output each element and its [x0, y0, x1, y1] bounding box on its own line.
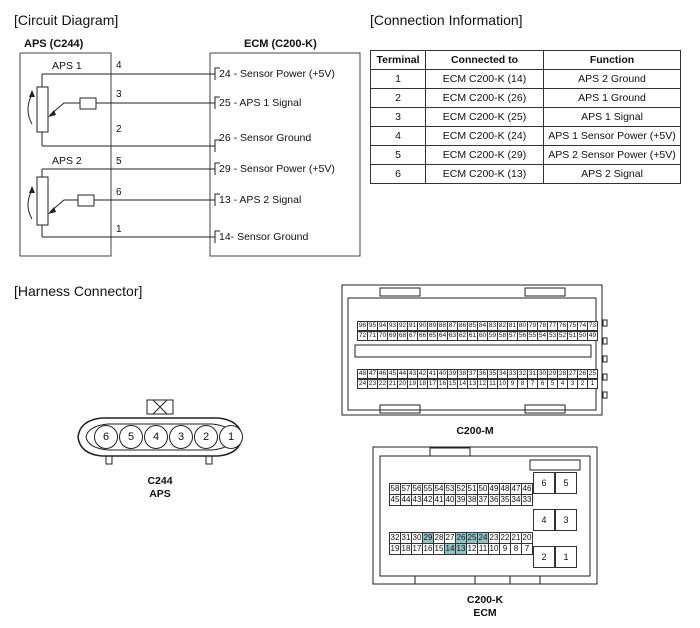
connector-pin: 49 — [587, 331, 598, 341]
c200m-center-slot — [354, 344, 592, 358]
aps-box — [19, 52, 112, 257]
cell-function: APS 2 Signal — [543, 164, 681, 184]
cell-function: APS 2 Sensor Power (+5V) — [543, 145, 681, 165]
connection-table: Terminal Connected to Function 1 ECM C20… — [370, 50, 681, 184]
aps2-resistor — [36, 176, 49, 226]
c200m-body — [341, 284, 603, 416]
pin-number: 2 — [116, 124, 122, 135]
pin-number: 6 — [116, 187, 122, 198]
c244-pin: 5 — [119, 425, 143, 449]
cell-function: APS 2 Ground — [543, 69, 681, 89]
c200m-caption: C200-M — [456, 425, 494, 437]
c200k-large-pin: 1 — [555, 546, 577, 568]
aps1-signal-block — [79, 97, 97, 110]
c200k-large-pin: 3 — [555, 509, 577, 531]
c244-pin: 3 — [169, 425, 193, 449]
aps2-signal-block — [77, 194, 95, 207]
connector-pin: 25 — [587, 369, 598, 379]
connector-pin: 73 — [587, 321, 598, 331]
cell-terminal: 6 — [370, 164, 426, 184]
c244-caption: C244 — [147, 475, 173, 487]
c200k-large-pin: 2 — [533, 546, 555, 568]
header-connected-to: Connected to — [425, 50, 544, 70]
connector-pin: 1 — [587, 379, 598, 389]
cell-connected-to: ECM C200-K (29) — [425, 145, 544, 165]
c244-pin: 6 — [94, 425, 118, 449]
c244-pin: 1 — [219, 425, 243, 449]
circuit-diagram-title: [Circuit Diagram] — [14, 12, 119, 28]
c244-subcaption: APS — [149, 488, 171, 500]
ecm-terminal-label: 29 - Sensor Power (+5V) — [219, 163, 335, 175]
table-row: 4 ECM C200-K (24) APS 1 Sensor Power (+5… — [370, 126, 681, 146]
cell-terminal: 2 — [370, 88, 426, 108]
c200k-large-pin: 6 — [533, 472, 555, 494]
c200k-subcaption: ECM — [473, 607, 497, 619]
ecm-terminal-label: 14- Sensor Ground — [219, 231, 309, 243]
table-row: 6 ECM C200-K (13) APS 2 Signal — [370, 164, 681, 184]
pin-number: 1 — [116, 224, 122, 235]
header-terminal: Terminal — [370, 50, 426, 70]
aps1-label: APS 1 — [52, 60, 82, 72]
cell-terminal: 3 — [370, 107, 426, 127]
ecm-box — [209, 52, 361, 257]
ecm-terminal-label: 25 - APS 1 Signal — [219, 97, 302, 109]
aps-connector-title: APS (C244) — [24, 38, 84, 50]
cell-terminal: 4 — [370, 126, 426, 146]
aps1-resistor — [36, 86, 49, 133]
connector-pin: 7 — [521, 543, 533, 555]
pin-number: 3 — [116, 89, 122, 100]
table-row: 2 ECM C200-K (26) APS 1 Ground — [370, 88, 681, 108]
cell-connected-to: ECM C200-K (14) — [425, 69, 544, 89]
c244-pin: 4 — [144, 425, 168, 449]
connector-pin: 16 — [422, 543, 434, 555]
ecm-connector-title: ECM (C200-K) — [244, 38, 317, 50]
cell-connected-to: ECM C200-K (26) — [425, 88, 544, 108]
cell-connected-to: ECM C200-K (25) — [425, 107, 544, 127]
header-function: Function — [543, 50, 681, 70]
connection-info-title: [Connection Information] — [370, 12, 523, 28]
cell-connected-to: ECM C200-K (24) — [425, 126, 544, 146]
cell-connected-to: ECM C200-K (13) — [425, 164, 544, 184]
harness-connector-title: [Harness Connector] — [14, 283, 143, 299]
connector-pin: 12 — [466, 543, 478, 555]
ecm-terminal-label: 24 - Sensor Power (+5V) — [219, 68, 335, 80]
c200k-caption: C200-K — [466, 594, 504, 606]
cell-function: APS 1 Signal — [543, 107, 681, 127]
ecm-terminal-label: 13 - APS 2 Signal — [219, 194, 302, 206]
c244-pin: 2 — [194, 425, 218, 449]
cell-terminal: 1 — [370, 69, 426, 89]
ecm-terminal-label: 26 - Sensor Ground — [219, 132, 312, 144]
pin-number: 5 — [116, 156, 122, 167]
cell-function: APS 1 Sensor Power (+5V) — [543, 126, 681, 146]
table-row: 1 ECM C200-K (14) APS 2 Ground — [370, 69, 681, 89]
table-row: 5 ECM C200-K (29) APS 2 Sensor Power (+5… — [370, 145, 681, 165]
cell-terminal: 5 — [370, 145, 426, 165]
c200k-large-pin: 5 — [555, 472, 577, 494]
connector-pin: 33 — [521, 494, 533, 506]
table-row: 3 ECM C200-K (25) APS 1 Signal — [370, 107, 681, 127]
c200k-large-pin: 4 — [533, 509, 555, 531]
pin-number: 4 — [116, 60, 122, 71]
aps2-label: APS 2 — [52, 155, 82, 167]
cell-function: APS 1 Ground — [543, 88, 681, 108]
